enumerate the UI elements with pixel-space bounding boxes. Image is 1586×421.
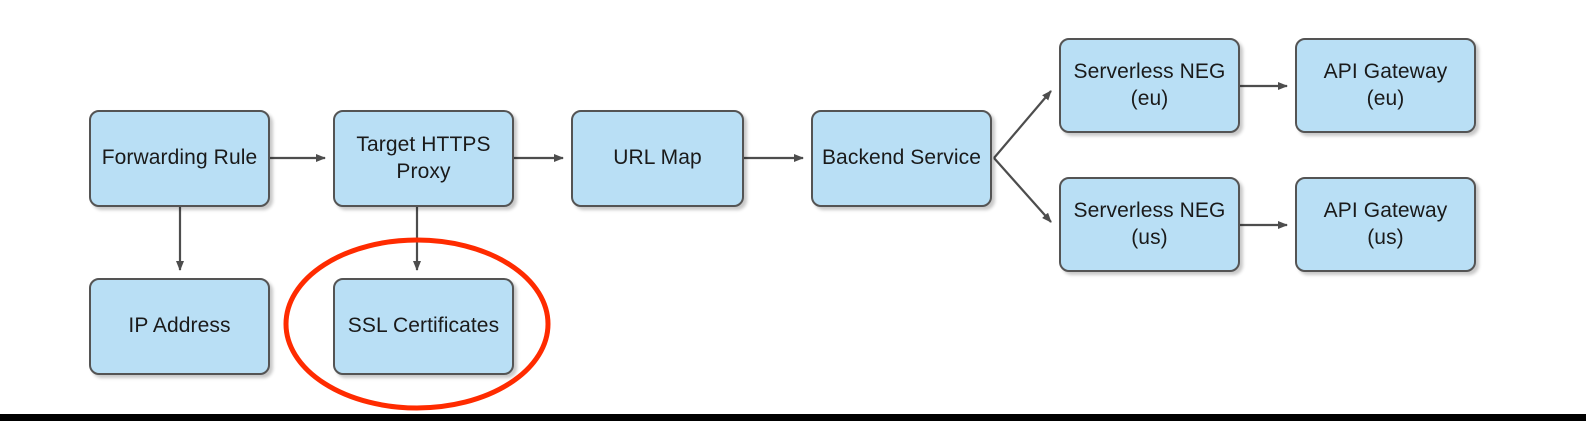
node-forwarding-rule[interactable]: Forwarding Rule [89, 110, 270, 207]
node-backend-service[interactable]: Backend Service [811, 110, 992, 207]
node-label: API Gateway (us) [1323, 198, 1448, 249]
node-api-gateway-us[interactable]: API Gateway (us) [1295, 177, 1476, 272]
node-label: Serverless NEG (eu) [1073, 59, 1226, 110]
node-label: SSL Certificates [347, 314, 500, 338]
node-ip-address[interactable]: IP Address [89, 278, 270, 375]
node-label: IP Address [128, 314, 231, 338]
node-label: Target HTTPS Proxy [356, 132, 491, 183]
node-serverless-neg-eu[interactable]: Serverless NEG (eu) [1059, 38, 1240, 133]
node-ssl-certificates[interactable]: SSL Certificates [333, 278, 514, 375]
node-label: API Gateway (eu) [1323, 59, 1448, 110]
node-serverless-neg-us[interactable]: Serverless NEG (us) [1059, 177, 1240, 272]
node-label: Backend Service [821, 146, 982, 170]
node-url-map[interactable]: URL Map [571, 110, 744, 207]
edge-backend-service-to-neg-eu [993, 90, 1052, 159]
highlight-ellipse-ssl-certificates [283, 237, 551, 411]
node-label: URL Map [613, 146, 702, 170]
node-label: Serverless NEG (us) [1073, 198, 1226, 249]
bottom-bar [0, 414, 1586, 421]
node-api-gateway-eu[interactable]: API Gateway (eu) [1295, 38, 1476, 133]
node-target-https-proxy[interactable]: Target HTTPS Proxy [333, 110, 514, 207]
node-label: Forwarding Rule [101, 146, 258, 170]
edge-backend-service-to-neg-us [993, 157, 1052, 223]
